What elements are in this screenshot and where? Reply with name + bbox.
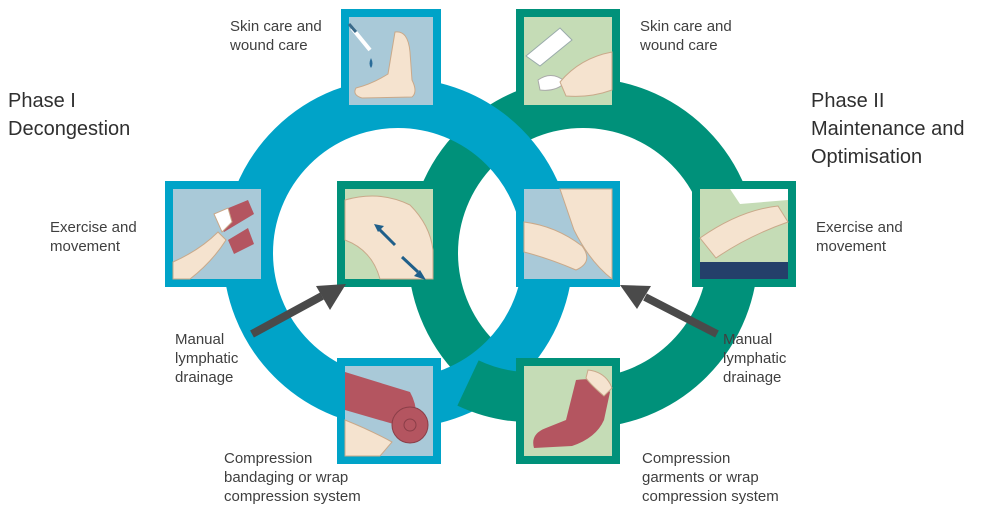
p1-mld-panel	[337, 181, 441, 287]
p1-compression-label: Compression bandaging or wrap compressio…	[224, 449, 361, 506]
p2-skin-care-label: Skin care and wound care	[640, 17, 732, 55]
p1-exercise-label: Exercise and movement	[50, 218, 137, 256]
p1-skin-care-panel	[341, 9, 441, 113]
p1-mld-label: Manual lymphatic drainage	[175, 330, 238, 387]
p2-mld-label: Manual lymphatic drainage	[723, 330, 786, 387]
p2-skin-care-panel	[516, 9, 620, 113]
p2-compression-panel	[516, 358, 620, 464]
phase1-title: Phase I Decongestion	[8, 87, 130, 143]
p1-exercise-panel	[165, 181, 269, 287]
phase2-title: Phase II Maintenance and Optimisation	[811, 87, 964, 171]
p1-skin-care-label: Skin care and wound care	[230, 17, 322, 55]
p2-compression-label: Compression garments or wrap compression…	[642, 449, 779, 506]
p2-exercise-panel	[692, 181, 796, 287]
p2-mld-panel	[516, 181, 620, 287]
p2-exercise-label: Exercise and movement	[816, 218, 903, 256]
